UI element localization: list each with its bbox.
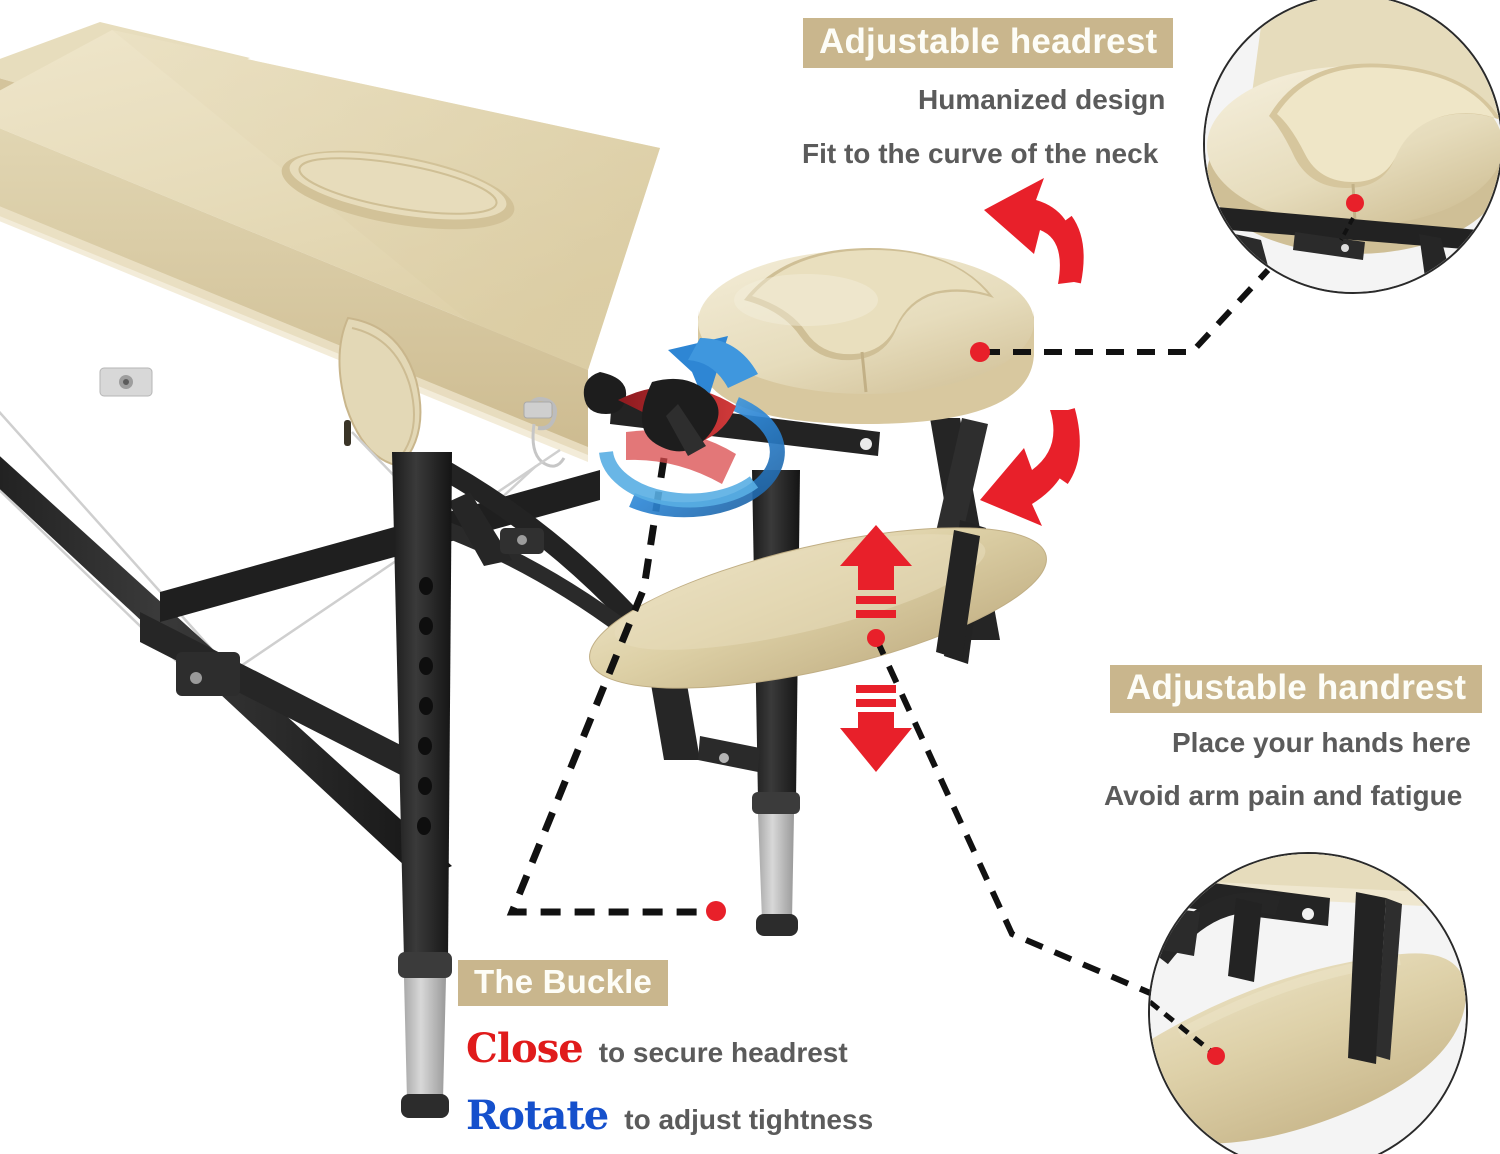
buckle-keyword-rotate: Rotate bbox=[466, 1092, 609, 1139]
headrest-closeup-inset bbox=[1203, 0, 1500, 294]
handrest-lower-arrow bbox=[840, 685, 912, 772]
handrest-raise-arrow bbox=[840, 525, 912, 618]
handrest-closeup-inset bbox=[1148, 852, 1468, 1154]
leader-buckle bbox=[506, 457, 726, 921]
headrest-line-2: Fit to the curve of the neck bbox=[802, 138, 1159, 169]
handrest-cushion bbox=[589, 527, 1047, 689]
buckle-title-banner: The Buckle bbox=[458, 960, 669, 1006]
headrest-closeup-art bbox=[1205, 0, 1500, 292]
headrest-tilt-down-arrow bbox=[980, 408, 1080, 526]
headrest-title: Adjustable headrest bbox=[819, 21, 1158, 61]
buckle-text-close: to secure headrest bbox=[598, 1037, 848, 1068]
table-frame bbox=[0, 372, 1000, 1118]
support-cables bbox=[0, 410, 561, 681]
headrest-line-1: Humanized design bbox=[918, 84, 1166, 115]
table-top bbox=[0, 22, 660, 468]
buckle-instruction-rotate: Rotate to adjust tightness bbox=[466, 1092, 873, 1139]
headrest-cushion bbox=[698, 248, 1034, 424]
handrest-closeup-art bbox=[1150, 854, 1466, 1154]
buckle-keyword-close: Close bbox=[466, 1025, 584, 1072]
headrest-title-banner: Adjustable headrest bbox=[803, 18, 1174, 68]
handrest-title: Adjustable handrest bbox=[1126, 667, 1467, 707]
handrest-line-2: Avoid arm pain and fatigue bbox=[1104, 780, 1463, 811]
handrest-title-banner: Adjustable handrest bbox=[1110, 665, 1483, 713]
rotate-buckle-indicator bbox=[599, 336, 785, 518]
headrest-tilt-up-arrow bbox=[984, 178, 1084, 284]
buckle-text-rotate: to adjust tightness bbox=[624, 1104, 874, 1135]
leader-headrest bbox=[970, 267, 1271, 362]
buckle-instruction-close: Close to secure headrest bbox=[466, 1025, 848, 1072]
buckle-title: The Buckle bbox=[474, 962, 653, 1000]
handrest-line-1: Place your hands here bbox=[1172, 727, 1471, 758]
